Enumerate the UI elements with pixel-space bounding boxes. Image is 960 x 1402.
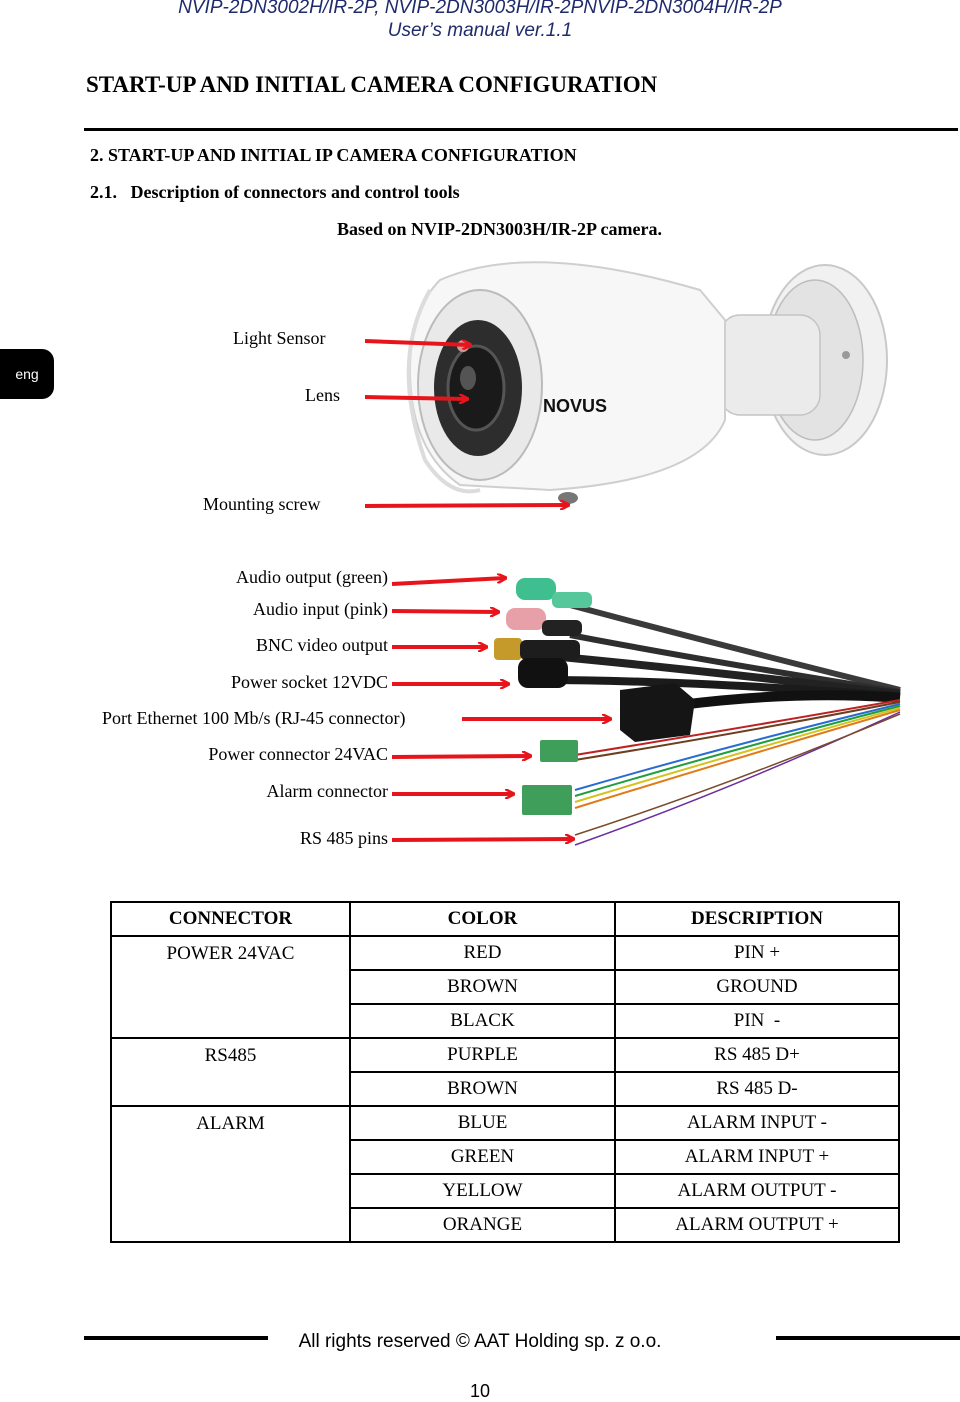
brand-logo: NOVUS — [543, 396, 607, 416]
description-cell: ALARM OUTPUT - — [614, 1173, 900, 1209]
color-cell: RED — [349, 935, 616, 971]
mount-screw-icon — [842, 351, 850, 359]
power-24vac-connector-icon — [540, 740, 578, 762]
connector-cell: ALARM — [110, 1105, 351, 1140]
camera-illustration: NOVUS — [406, 261, 888, 504]
arrow-light-sensor — [364, 339, 470, 345]
arrow-rs485-pins — [391, 839, 573, 840]
color-cell: ORANGE — [349, 1207, 616, 1243]
description-cell: ALARM INPUT + — [614, 1139, 900, 1175]
rs485-pins-label: RS 485 pins — [299, 828, 388, 848]
table-row: ORANGE ALARM OUTPUT + — [110, 1207, 900, 1243]
color-cell: BROWN — [349, 969, 616, 1005]
table-row: BLACK PIN - — [110, 1003, 900, 1039]
connector-cell — [110, 1208, 351, 1243]
power-socket-label: Power socket 12VDC — [231, 672, 388, 692]
table-header-cell: CONNECTOR — [110, 901, 351, 937]
description-cell: GROUND — [614, 969, 900, 1005]
header-manual-line: User’s manual ver.1.1 — [387, 20, 573, 41]
connector-table: CONNECTOR COLOR DESCRIPTION POWER 24VAC … — [110, 901, 900, 1243]
rj45-connector-icon — [620, 683, 695, 742]
table-row: POWER 24VAC RED PIN + — [110, 935, 900, 971]
audio-input-label: Audio input (pink) — [253, 599, 388, 619]
color-cell: YELLOW — [349, 1173, 616, 1209]
connector-cell: RS485 — [110, 1037, 351, 1072]
description-cell: ALARM INPUT - — [614, 1105, 900, 1141]
lens-label: Lens — [305, 385, 340, 405]
language-tab: eng — [0, 349, 54, 399]
bnc-connector-icon — [494, 638, 522, 660]
language-tab-label: eng — [15, 366, 39, 382]
arrow-lens — [364, 397, 467, 399]
audio-output-label: Audio output (green) — [236, 567, 388, 587]
alarm-connector-icon — [522, 785, 572, 815]
cable-illustration — [494, 578, 901, 846]
table-row: BROWN GROUND — [110, 969, 900, 1005]
table-row: GREEN ALARM INPUT + — [110, 1139, 900, 1175]
light-sensor-label: Light Sensor — [233, 328, 326, 348]
connector-cell — [110, 970, 351, 1004]
bnc-output-label: BNC video output — [255, 635, 388, 655]
color-cell: GREEN — [349, 1139, 616, 1175]
arrow-power-24vac — [391, 756, 530, 757]
color-cell: BROWN — [349, 1071, 616, 1107]
table-header-cell: COLOR — [349, 901, 616, 937]
header-model-line: NVIP-2DN3002H/IR-2P, NVIP-2DN3003H/IR-2P… — [178, 0, 782, 18]
alarm-connector-label: Alarm connector — [266, 781, 388, 801]
page-number: 10 — [469, 1381, 491, 1401]
description-cell: RS 485 D+ — [614, 1037, 900, 1073]
footer-rights: All rights reserved © AAT Holding sp. z … — [298, 1331, 662, 1352]
table-header-cell: DESCRIPTION — [614, 901, 900, 937]
power-24vac-label: Power connector 24VAC — [208, 744, 388, 764]
ethernet-port-label: Port Ethernet 100 Mb/s (RJ-45 connector) — [102, 708, 406, 728]
power-socket-icon — [518, 658, 568, 688]
connector-cell — [110, 1072, 351, 1107]
section-divider — [84, 128, 958, 131]
subchapter-title: 2.1. Description of connectors and contr… — [90, 182, 460, 202]
connector-cell: POWER 24VAC — [110, 935, 351, 970]
description-cell: ALARM OUTPUT + — [614, 1207, 900, 1243]
table-header-row: CONNECTOR COLOR DESCRIPTION — [110, 901, 900, 937]
chapter-title: 2. START-UP AND INITIAL IP CAMERA CONFIG… — [90, 145, 577, 165]
mounting-screw-label: Mounting screw — [203, 494, 321, 514]
connector-cell — [110, 1140, 351, 1174]
table-row: BROWN RS 485 D- — [110, 1071, 900, 1107]
connector-cell — [110, 1174, 351, 1208]
description-cell: PIN - — [614, 1003, 900, 1039]
table-row: YELLOW ALARM OUTPUT - — [110, 1173, 900, 1209]
audio-output-jack-icon — [516, 578, 556, 600]
footer-rule-right — [776, 1336, 960, 1340]
based-on-note: Based on NVIP-2DN3003H/IR-2P camera. — [337, 219, 662, 239]
lens-icon — [446, 344, 506, 432]
section-title: START-UP AND INITIAL CAMERA CONFIGURATIO… — [86, 72, 658, 97]
color-cell: BLUE — [349, 1105, 616, 1141]
table-row: RS485 PURPLE RS 485 D+ — [110, 1037, 900, 1073]
description-cell: PIN + — [614, 935, 900, 971]
callout-arrows — [364, 339, 960, 900]
table-row: ALARM BLUE ALARM INPUT - — [110, 1105, 900, 1141]
footer-rule-left — [84, 1336, 268, 1340]
connector-cell — [110, 1004, 351, 1039]
color-cell: PURPLE — [349, 1037, 616, 1073]
color-cell: BLACK — [349, 1003, 616, 1039]
arrow-audio-output — [391, 578, 505, 586]
arrow-audio-input — [391, 611, 498, 612]
description-cell: RS 485 D- — [614, 1071, 900, 1107]
arrow-mounting-screw — [364, 505, 568, 506]
audio-input-jack-icon — [506, 608, 546, 630]
